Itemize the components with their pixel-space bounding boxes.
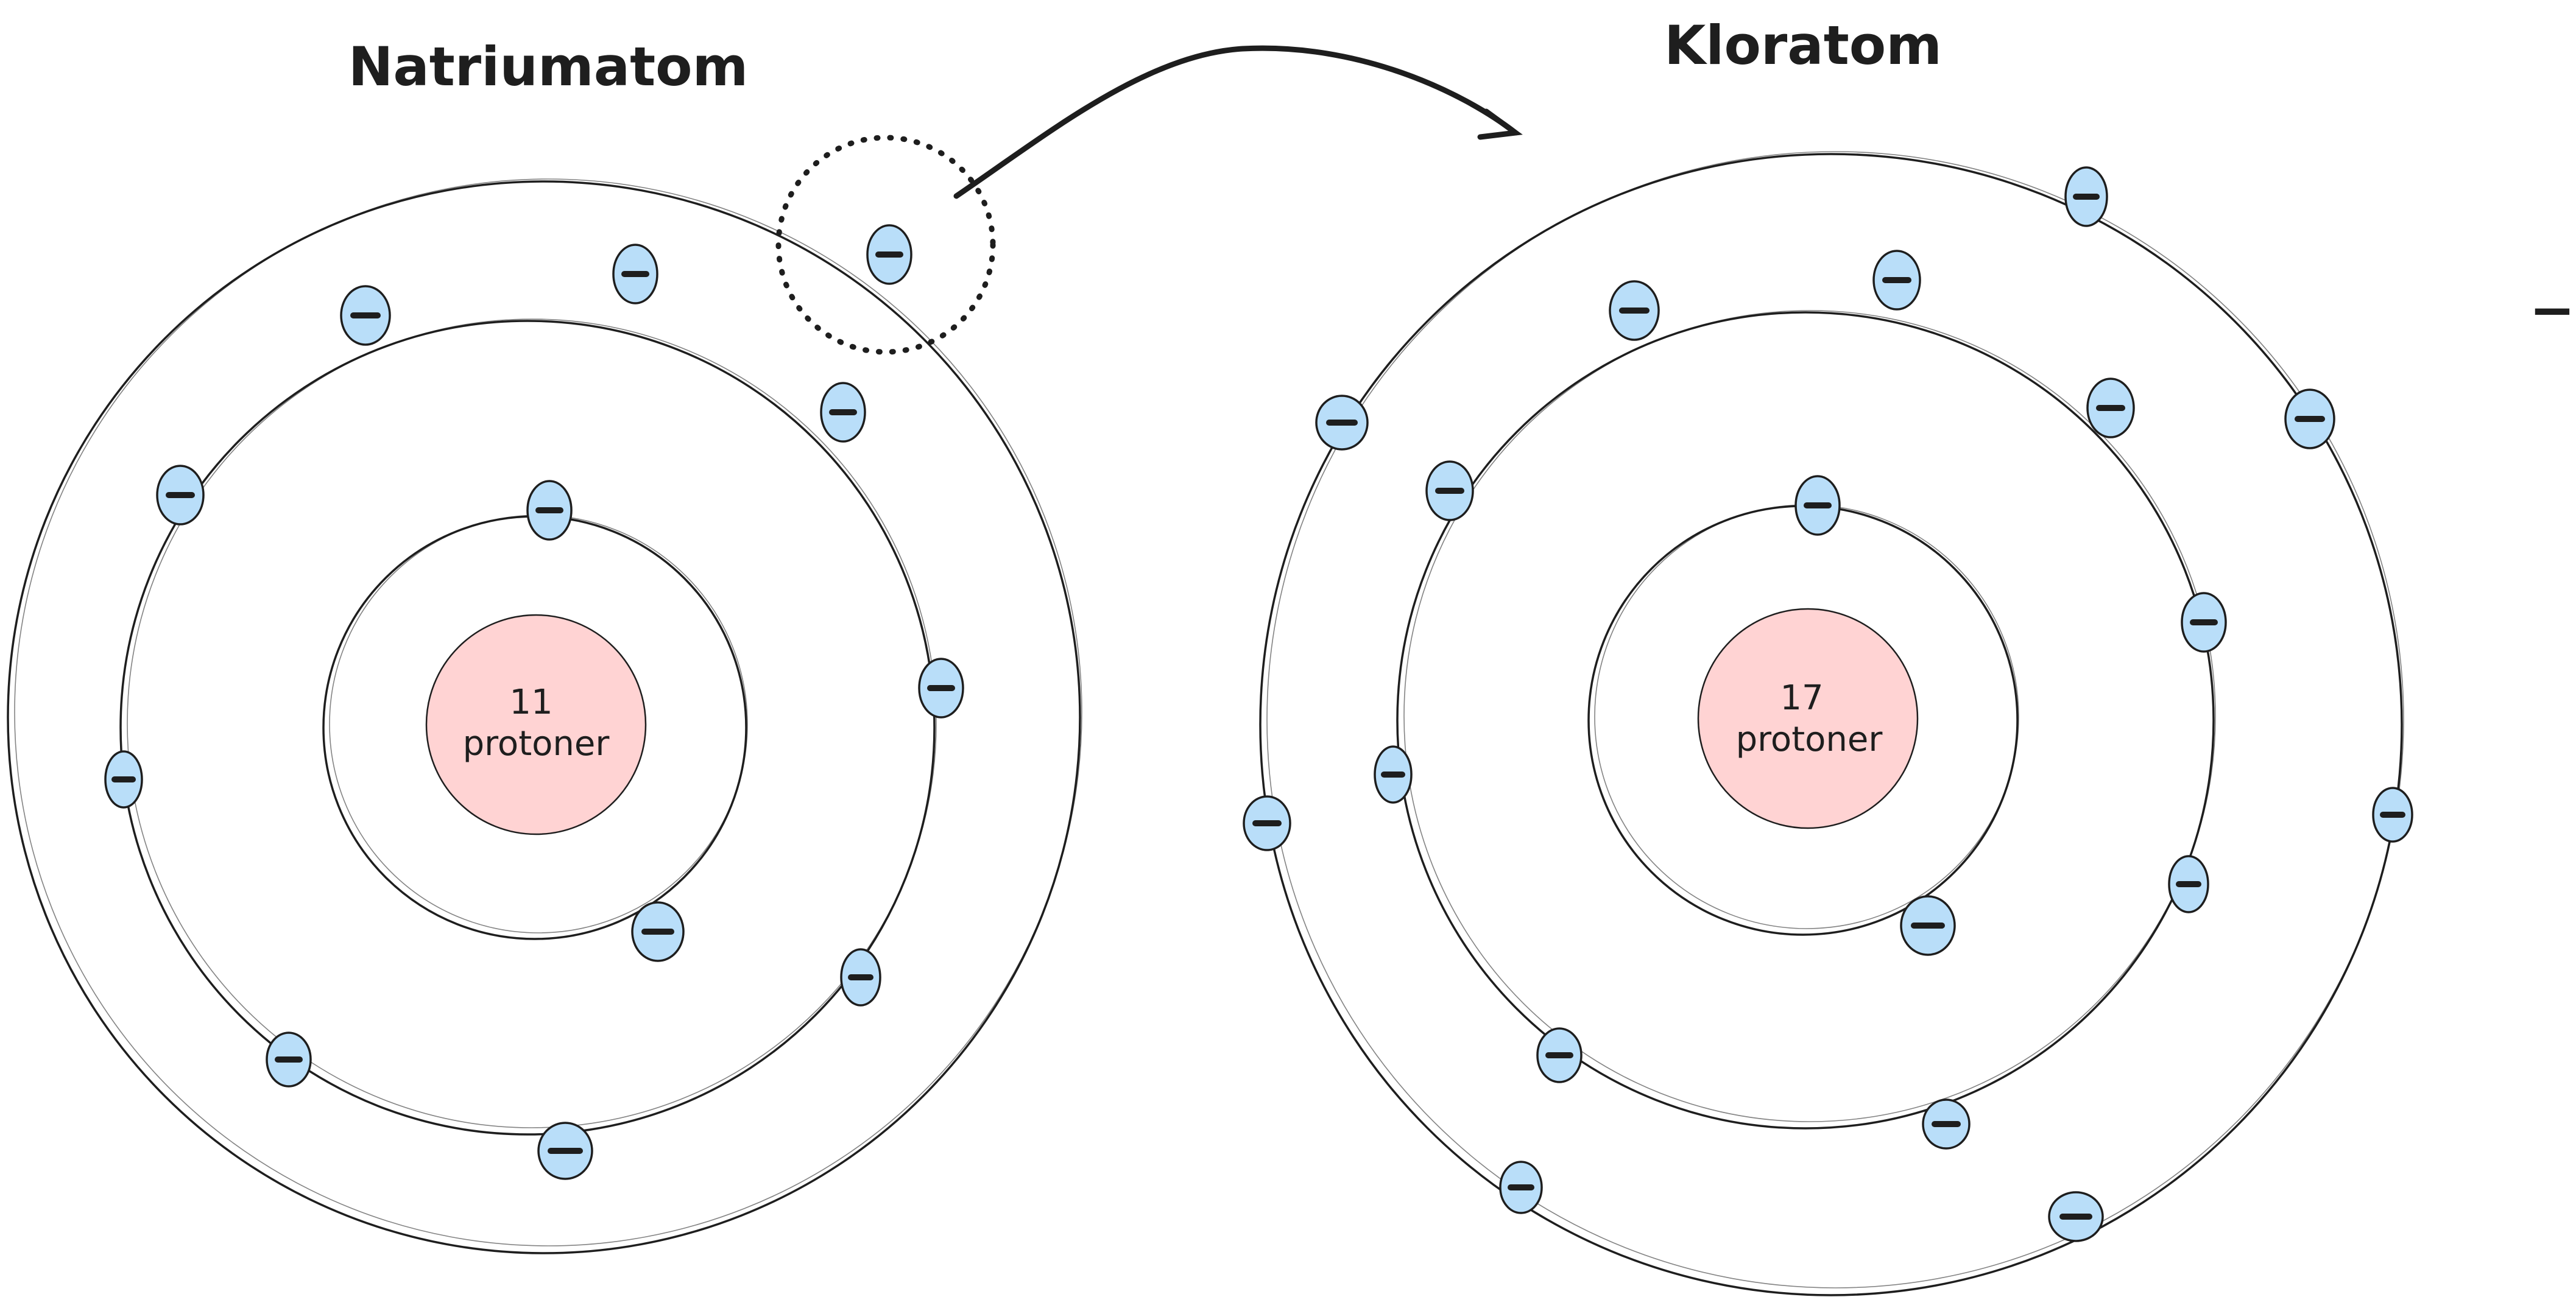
electron (1872, 250, 1921, 311)
electron (1374, 745, 1413, 804)
electron (612, 244, 658, 304)
electron-transfer-arrow (953, 45, 1523, 199)
electron (1536, 1027, 1583, 1083)
electron (1794, 475, 1841, 536)
electron (266, 1032, 312, 1088)
chlorine-atom: Kloratom 17 protoner (1243, 14, 2413, 1296)
electron (340, 285, 391, 346)
electron (840, 948, 881, 1007)
electron (1609, 280, 1660, 341)
sodium-atom-title: Natriumatom (348, 35, 749, 98)
valence-electron-highlight (775, 135, 996, 355)
electron (156, 465, 205, 525)
sodium-valence-electron (866, 224, 912, 285)
electron (631, 901, 685, 962)
electron (1922, 1098, 1971, 1150)
sodium-nucleus (425, 614, 647, 835)
chlorine-shell-2-sketch (1403, 310, 2216, 1122)
electron (820, 382, 866, 443)
sodium-shells (7, 178, 1082, 1254)
sodium-shell-3-sketch (14, 178, 1082, 1246)
electron (2284, 388, 2335, 449)
electron (1900, 895, 1956, 956)
electron (1425, 460, 1474, 521)
chlorine-electrons (1243, 166, 2413, 1242)
electron (526, 480, 573, 541)
electron (2372, 787, 2413, 843)
sodium-proton-count: 11 (509, 683, 552, 722)
stray-minus-sign: − (2529, 278, 2575, 342)
electron (2168, 855, 2209, 913)
sodium-proton-label: protoner (463, 724, 610, 764)
chlorine-atom-title: Kloratom (1664, 14, 1942, 77)
electron (2064, 166, 2108, 227)
electron (2086, 378, 2135, 438)
chlorine-shell-3-sketch (1266, 151, 2404, 1288)
electron (104, 750, 143, 809)
electron (2048, 1191, 2104, 1242)
electron (918, 658, 964, 719)
chlorine-shell-2 (1396, 311, 2215, 1130)
chlorine-proton-count: 17 (1780, 678, 1823, 718)
electron (2181, 592, 2227, 653)
chlorine-proton-label: protoner (1736, 720, 1883, 759)
electron (537, 1122, 593, 1180)
sodium-shell-2-sketch (127, 318, 937, 1128)
sodium-electrons (104, 224, 964, 1180)
electron (1315, 395, 1369, 451)
electron (1499, 1161, 1543, 1214)
chlorine-shell-3 (1259, 153, 2403, 1296)
sodium-atom: Natriumatom 11 protoner (7, 35, 1082, 1254)
electron (1243, 795, 1291, 851)
sodium-shell-2 (119, 320, 936, 1136)
chlorine-nucleus (1697, 608, 1919, 829)
sodium-shell-3 (7, 180, 1081, 1254)
